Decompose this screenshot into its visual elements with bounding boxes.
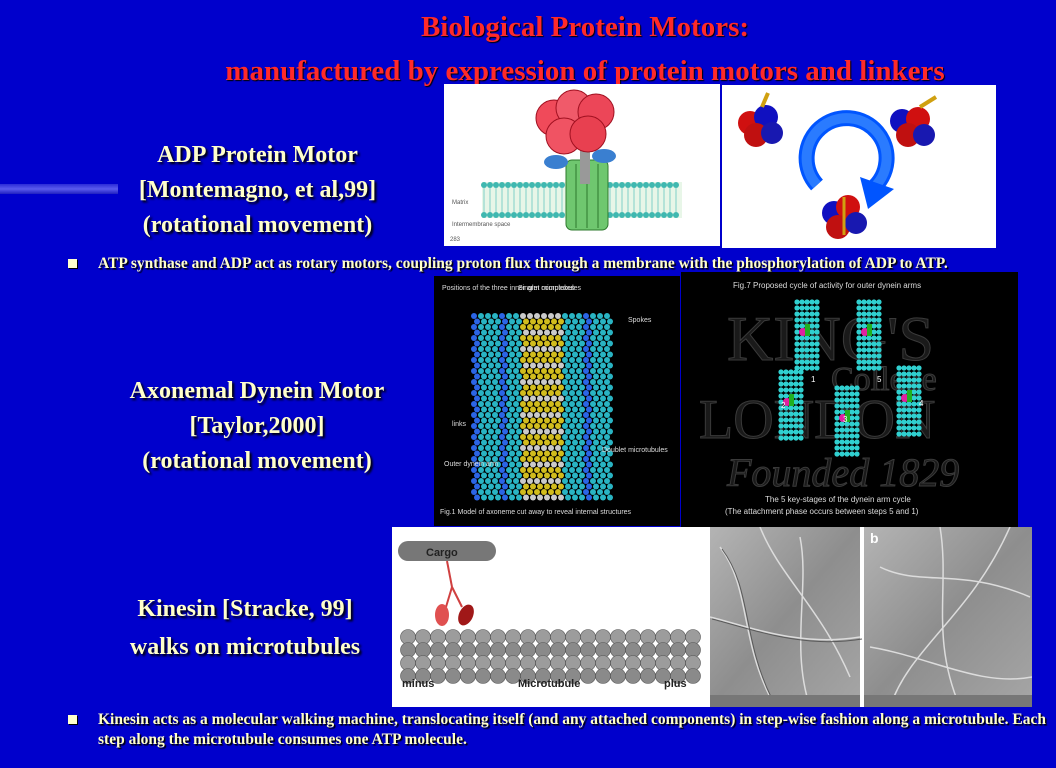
molecule-top-left bbox=[738, 92, 783, 147]
bullet-square-icon bbox=[68, 715, 77, 724]
cargo-label: Cargo bbox=[426, 547, 458, 559]
kinesin-bullet: Kinesin acts as a molecular walking mach… bbox=[68, 710, 1053, 750]
kinesin-heading: Kinesin [Stracke, 99] walks on microtubu… bbox=[90, 592, 400, 665]
step-label-5: 5 bbox=[877, 375, 882, 384]
watermark-founded: Founded 1829 bbox=[726, 450, 959, 495]
panel-b-label: b bbox=[870, 530, 879, 546]
dynein-caption2: (The attachment phase occurs between ste… bbox=[725, 507, 919, 516]
matrix-label: Matrix bbox=[452, 200, 468, 206]
cargo-box bbox=[398, 541, 496, 561]
intermembrane-label: Intermembrane space bbox=[452, 222, 511, 228]
kinesin-bullet-text: Kinesin acts as a molecular walking mach… bbox=[98, 711, 1046, 748]
axoneme-figure: Positions of the three inner arm complex… bbox=[434, 276, 680, 526]
label-links: links bbox=[452, 421, 467, 428]
kinesin-head-2 bbox=[458, 604, 474, 626]
dynein-stages bbox=[778, 299, 922, 457]
dynein-caption1: The 5 key-stages of the dynein arm cycle bbox=[765, 495, 911, 504]
watermark-kings: KING'S bbox=[727, 303, 934, 374]
dynein-header: Fig.7 Proposed cycle of activity for out… bbox=[733, 281, 921, 290]
axoneme-drawing: Positions of the three inner arm complex… bbox=[440, 285, 668, 516]
dynein-heading-line2: [Taylor,2000] bbox=[189, 413, 325, 439]
dynein-heading-line3: (rotational movement) bbox=[142, 448, 372, 474]
step-label-1: 1 bbox=[811, 375, 816, 384]
adp-heading-line3: (rotational movement) bbox=[142, 212, 373, 238]
label-spokes: Spokes bbox=[628, 317, 652, 324]
molecule-bottom bbox=[822, 195, 867, 239]
bullet-square-icon bbox=[68, 259, 77, 268]
rotation-figure bbox=[722, 85, 996, 248]
kinesin-heading-line1: Kinesin [Stracke, 99] bbox=[137, 596, 353, 622]
label-doublet: Doublet microtubules bbox=[602, 447, 668, 454]
adp-heading-line2: [Montemagno, et al,99] bbox=[138, 177, 377, 203]
adp-bullet: ATP synthase and ADP act as rotary motor… bbox=[68, 254, 998, 274]
plus-label: plus bbox=[664, 678, 687, 690]
filaments-left bbox=[710, 527, 861, 707]
dynein-heading-line1: Axonemal Dynein Motor bbox=[129, 378, 385, 404]
minus-label: minus bbox=[402, 678, 434, 690]
micrograph-drawing: b bbox=[710, 527, 1032, 707]
rotation-drawing bbox=[738, 92, 938, 239]
microtubule-label: Microtubule bbox=[518, 678, 580, 690]
membrane-lipids bbox=[481, 182, 679, 218]
label-positions: Positions of the three inner arm complex… bbox=[442, 285, 575, 292]
dynein-heading: Axonemal Dynein Motor [Taylor,2000] (rot… bbox=[88, 374, 426, 479]
watermark-london: LONDON bbox=[699, 389, 935, 451]
atp-synthase-drawing: Matrix Intermembrane space 283 bbox=[450, 89, 682, 243]
kinesin-head-1 bbox=[435, 604, 449, 626]
dynein-cycle-drawing: KING'S College LONDON Founded 1829 Fig.7… bbox=[699, 281, 960, 516]
filaments-right bbox=[869, 527, 1032, 707]
dynein-cycle-figure: KING'S College LONDON Founded 1829 Fig.7… bbox=[681, 272, 1018, 527]
step-label-4: 4 bbox=[919, 399, 924, 408]
page-number: 283 bbox=[450, 237, 461, 243]
slide-title-line2: manufactured by expression of protein mo… bbox=[225, 55, 945, 87]
rotation-arrow-icon bbox=[798, 110, 895, 209]
slide-title-line1: Biological Protein Motors: bbox=[420, 11, 750, 43]
step-label-3: 3 bbox=[843, 415, 848, 424]
adp-heading-line1: ADP Protein Motor bbox=[157, 142, 358, 168]
molecule-top-right bbox=[890, 95, 938, 147]
kinesin-heading-line2: walks on microtubules bbox=[129, 634, 361, 660]
step-label-2: 2 bbox=[781, 401, 786, 410]
kinesin-figure: Cargo minus Microtubule plus bbox=[392, 527, 710, 707]
label-outer-arm: Outer dynein arm bbox=[444, 461, 498, 468]
microtubule bbox=[400, 629, 701, 684]
decorative-rule bbox=[0, 184, 118, 194]
axoneme-caption: Fig.1 Model of axoneme cut away to revea… bbox=[440, 509, 632, 516]
label-singlet: Singlet microtubules bbox=[518, 285, 582, 292]
adp-heading: ADP Protein Motor [Montemagno, et al,99]… bbox=[100, 138, 415, 243]
kinesin-drawing: Cargo minus Microtubule plus bbox=[398, 541, 701, 690]
micrograph-figure: b bbox=[710, 527, 1032, 707]
axoneme-cylinder bbox=[471, 313, 613, 501]
atp-synthase-figure: Matrix Intermembrane space 283 bbox=[444, 84, 720, 246]
adp-bullet-text: ATP synthase and ADP act as rotary motor… bbox=[98, 255, 948, 272]
